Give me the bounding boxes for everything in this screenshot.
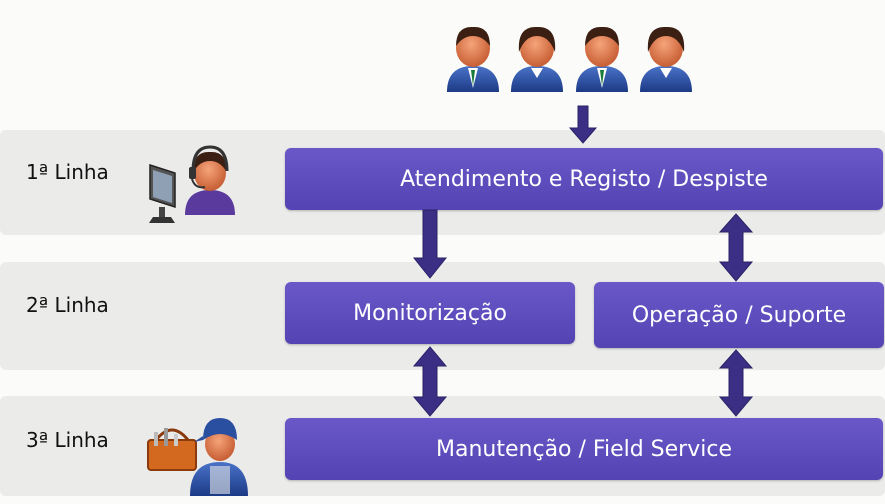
arrow-updown-operacao-manutencao	[718, 349, 754, 417]
user-icon	[576, 26, 628, 92]
arrow-down-users-to-atendimento	[568, 105, 598, 144]
box-operacao: Operação / Suporte	[594, 282, 884, 348]
user-icon	[447, 26, 499, 92]
arrow-updown-monitorizacao-manutencao	[412, 346, 448, 417]
level-label-2: 2ª Linha	[26, 293, 109, 317]
user-icon	[511, 26, 563, 92]
arrow-updown-atendimento-operacao	[718, 213, 754, 282]
arrow-down-atendimento-to-monitorizacao	[412, 209, 448, 279]
helpdesk-operator-icon	[149, 145, 235, 223]
technician-toolbox-icon	[147, 418, 248, 496]
level-label-3: 3ª Linha	[26, 428, 109, 452]
box-manutencao: Manutenção / Field Service	[285, 418, 883, 480]
box-atendimento: Atendimento e Registo / Despiste	[285, 148, 883, 210]
box-monitorizacao: Monitorização	[285, 282, 575, 344]
user-icon	[640, 26, 692, 92]
level-label-1: 1ª Linha	[26, 160, 109, 184]
